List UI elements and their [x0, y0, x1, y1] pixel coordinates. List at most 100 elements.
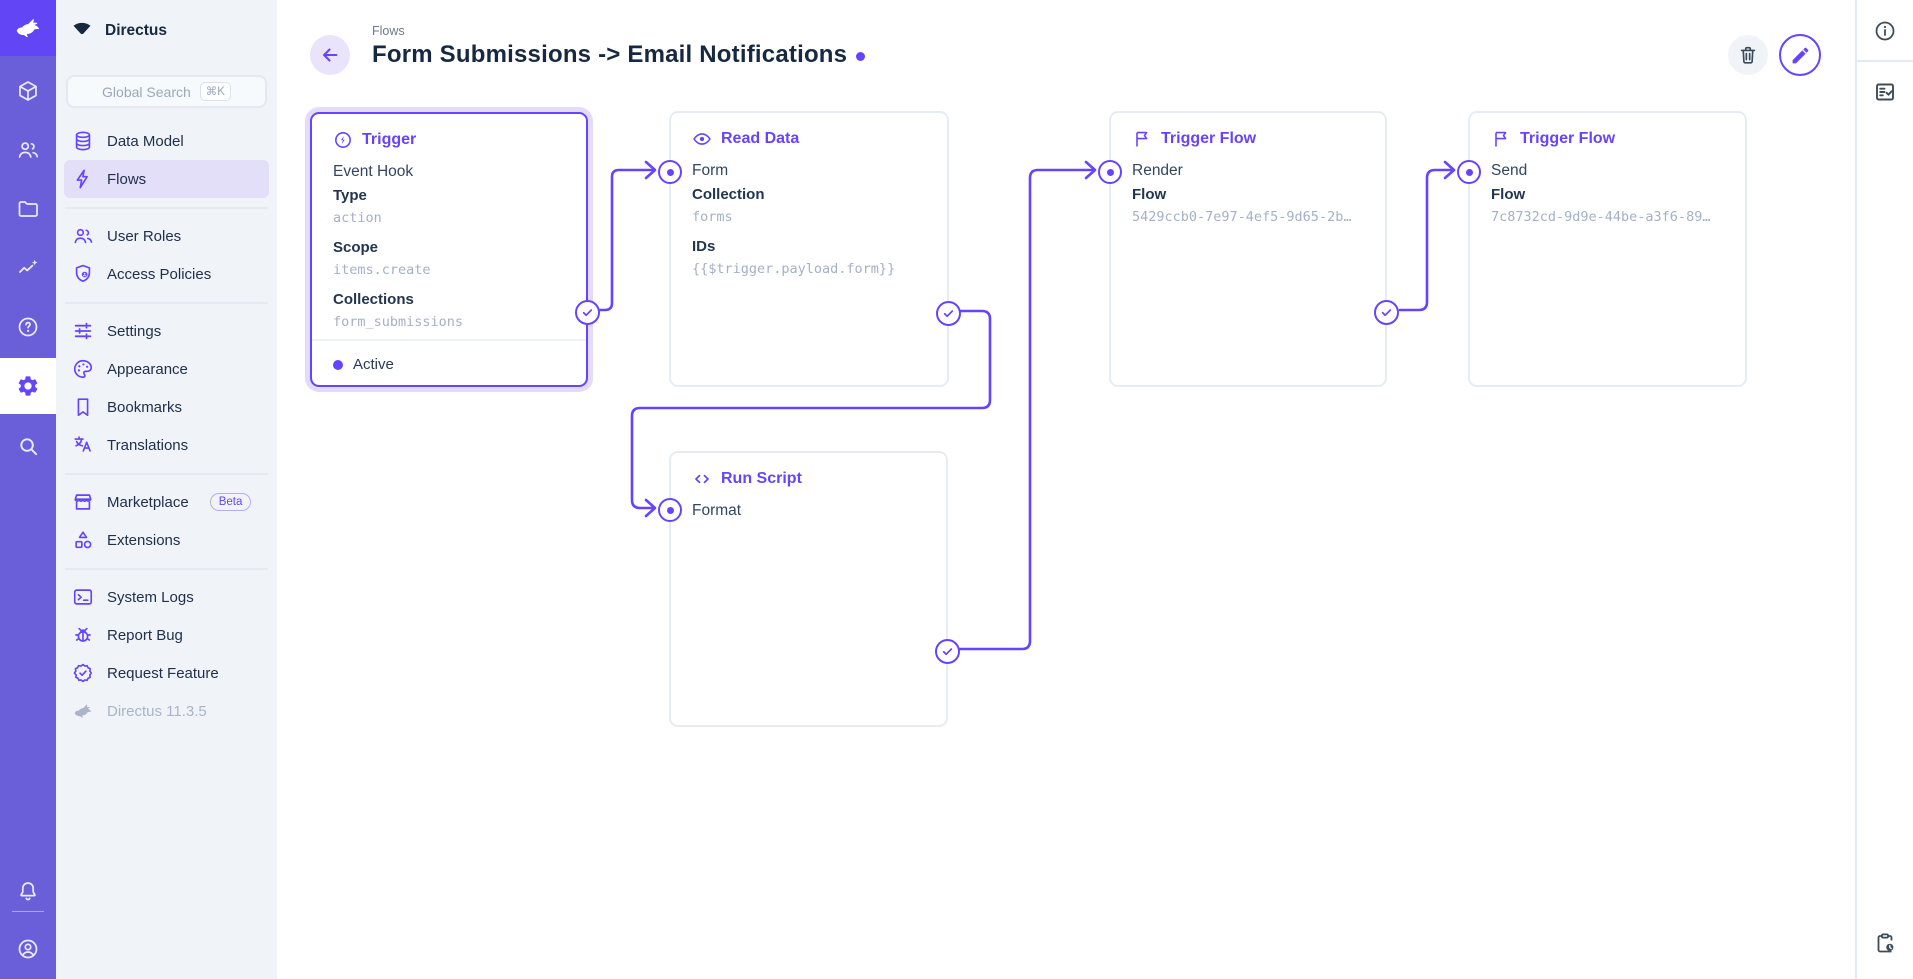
flow-node-read-data[interactable]: Read Data Form Collection forms IDs {{$t…	[658, 111, 961, 387]
sidebar-item-appearance[interactable]: Appearance	[56, 350, 277, 388]
project-row[interactable]: Directus	[70, 12, 269, 50]
folder-icon	[16, 197, 40, 221]
back-button[interactable]	[310, 35, 350, 75]
sidebar-item-label: Report Bug	[107, 626, 183, 644]
edit-flow-button[interactable]	[1779, 34, 1821, 76]
pending-revisions-button[interactable]	[1857, 915, 1913, 971]
search-shortcut-badge: ⌘K	[199, 82, 231, 101]
eye-icon	[692, 129, 712, 149]
breadcrumb[interactable]: Flows	[372, 24, 405, 38]
module-search[interactable]	[0, 418, 56, 474]
sidebar-item-label: Bookmarks	[107, 398, 183, 416]
notifications-button[interactable]	[0, 863, 56, 919]
flow-node-trigger-flow-render[interactable]: Trigger Flow Render Flow 5429ccb0-7e97-4…	[1098, 111, 1399, 387]
fact-check-icon	[1873, 80, 1897, 104]
sidebar-item-access-policies[interactable]: Access Policies	[56, 255, 277, 293]
node-type-label: Run Script	[721, 470, 802, 487]
right-sidebar	[1855, 0, 1913, 979]
node-type-label: Trigger Flow	[1520, 130, 1616, 147]
title-row: Form Submissions -> Email Notifications	[372, 41, 866, 69]
field-value: form_submissions	[333, 314, 464, 330]
badge-check-icon	[72, 662, 94, 684]
help-icon	[16, 315, 40, 339]
pencil-icon	[1790, 45, 1811, 66]
module-users[interactable]	[0, 122, 56, 178]
info-panel-button[interactable]	[1857, 3, 1913, 59]
input-connector[interactable]	[658, 498, 682, 522]
field-value: forms	[692, 209, 733, 225]
nav-divider	[56, 464, 277, 483]
output-connector[interactable]	[935, 639, 960, 664]
connection-arrowhead	[644, 160, 657, 180]
sidebar-item-flows[interactable]: Flows	[64, 160, 269, 198]
sidebar-item-marketplace[interactable]: Marketplace Beta	[56, 483, 277, 521]
node-name: Send	[1491, 162, 1528, 179]
module-files[interactable]	[0, 181, 56, 237]
flow-node-trigger[interactable]: Trigger Event Hook Type action Scope ite…	[310, 112, 600, 387]
status-dot	[856, 52, 866, 61]
status-row: Active	[333, 356, 394, 373]
arrow-left-icon	[319, 44, 341, 66]
connection-trigger-to-read-data	[598, 168, 656, 312]
input-connector[interactable]	[1457, 160, 1481, 184]
sidebar-item-label: Translations	[107, 436, 189, 454]
logs-panel-button[interactable]	[1857, 64, 1913, 120]
bolt-circle-icon	[333, 130, 353, 150]
field-label: IDs	[692, 238, 716, 255]
field-label: Flow	[1491, 186, 1526, 203]
field-label: Scope	[333, 239, 379, 256]
sidebar-item-translations[interactable]: Translations	[56, 426, 277, 464]
sidebar-item-data-model[interactable]: Data Model	[56, 122, 277, 160]
database-icon	[72, 130, 94, 152]
card-divider	[312, 339, 586, 341]
nav-divider	[56, 293, 277, 312]
bolt-icon	[72, 168, 94, 190]
module-settings[interactable]	[0, 358, 56, 414]
input-connector[interactable]	[658, 160, 682, 184]
module-insights[interactable]	[0, 240, 56, 296]
sidebar-item-system-logs[interactable]: System Logs	[56, 578, 277, 616]
sidebar-item-label: Data Model	[107, 132, 184, 150]
trash-icon	[1737, 44, 1759, 66]
field-value: {{$trigger.payload.form}}	[692, 261, 896, 277]
card-header: Run Script	[692, 469, 925, 489]
nav-divider	[56, 198, 277, 217]
directus-logo[interactable]	[0, 0, 56, 56]
flow-node-trigger-flow-send[interactable]: Trigger Flow Send Flow 7c8732cd-9d9e-44b…	[1457, 111, 1747, 387]
right-sidebar-divider	[1857, 60, 1913, 62]
node-type-label: Trigger Flow	[1161, 130, 1257, 147]
tune-icon	[72, 320, 94, 342]
status-label: Active	[353, 356, 394, 373]
sidebar-item-user-roles[interactable]: User Roles	[56, 217, 277, 255]
node-name: Event Hook	[333, 163, 414, 180]
global-search-input[interactable]: Global Search ⌘K	[66, 75, 267, 108]
output-connector[interactable]	[575, 300, 600, 325]
output-connector[interactable]	[1374, 300, 1399, 325]
nav-divider	[56, 559, 277, 578]
project-icon	[70, 19, 94, 43]
module-help[interactable]	[0, 299, 56, 355]
search-placeholder: Global Search	[102, 83, 191, 100]
sidebar-item-bookmarks[interactable]: Bookmarks	[56, 388, 277, 426]
delete-flow-button[interactable]	[1728, 35, 1768, 75]
card-header: Trigger	[333, 130, 565, 150]
sidebar-item-request-feature[interactable]: Request Feature	[56, 654, 277, 692]
storefront-icon	[72, 491, 94, 513]
flag-icon	[1491, 129, 1511, 149]
output-connector[interactable]	[936, 301, 961, 326]
module-content[interactable]	[0, 63, 56, 119]
shield-lock-icon	[72, 263, 94, 285]
flow-node-run-script[interactable]: Run Script Format	[658, 451, 960, 727]
account-button[interactable]	[0, 921, 56, 977]
sidebar-item-settings[interactable]: Settings	[56, 312, 277, 350]
card-header: Read Data	[692, 129, 926, 149]
node-type-label: Trigger	[362, 131, 417, 148]
sidebar-item-report-bug[interactable]: Report Bug	[56, 616, 277, 654]
sidebar-item-extensions[interactable]: Extensions	[56, 521, 277, 559]
field-value: items.create	[333, 262, 431, 278]
clipboard-clock-icon	[1873, 931, 1897, 955]
field-value: action	[333, 210, 382, 226]
input-connector[interactable]	[1098, 160, 1122, 184]
sidebar-item-label: Access Policies	[107, 265, 212, 283]
field-value: 7c8732cd-9d9e-44be-a3f6-89…	[1491, 209, 1711, 225]
